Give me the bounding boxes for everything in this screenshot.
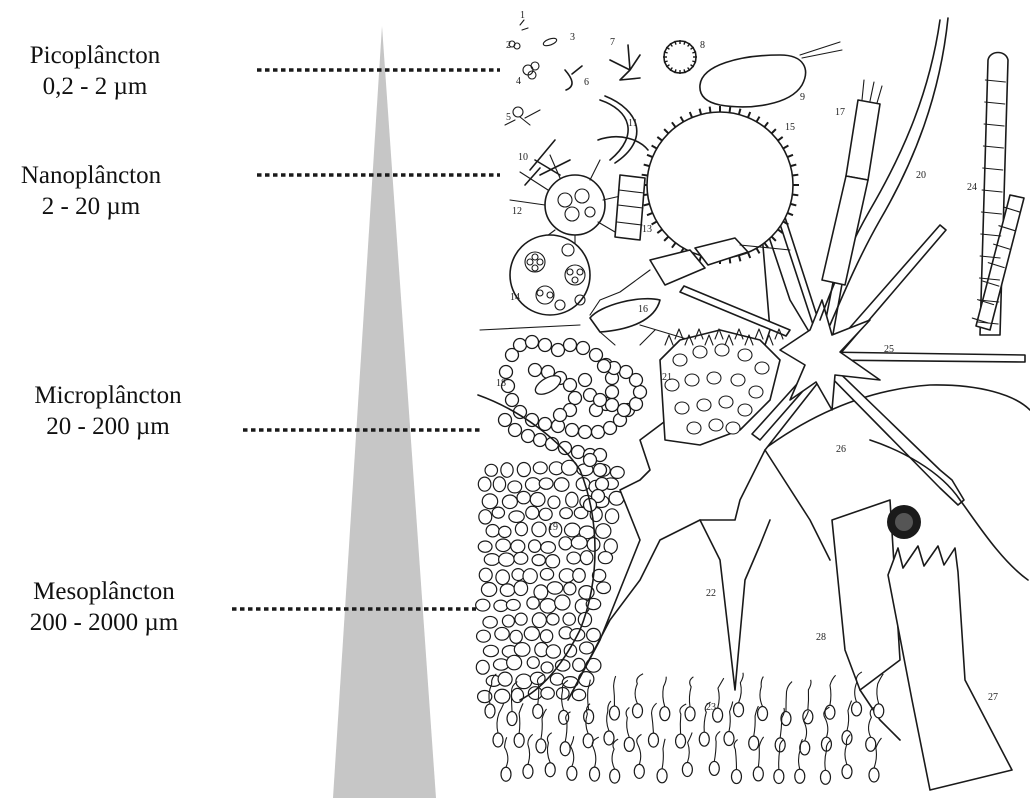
organism-17-tube bbox=[822, 80, 882, 285]
organism-number-27: 27 bbox=[988, 692, 998, 703]
organism-number-7: 7 bbox=[610, 37, 615, 48]
organism-number-16: 16 bbox=[638, 304, 648, 315]
organism-number-15: 15 bbox=[785, 122, 795, 133]
organism-number-19: 19 bbox=[548, 522, 558, 533]
organism-number-28: 28 bbox=[816, 632, 826, 643]
organism-number-13: 13 bbox=[642, 224, 652, 235]
organism-number-25: 25 bbox=[884, 344, 894, 355]
organisms-1-5 bbox=[505, 20, 558, 125]
organism-number-20: 20 bbox=[916, 170, 926, 181]
organism-22-horn-right bbox=[765, 450, 830, 560]
organism-24-filaments bbox=[972, 53, 1024, 336]
organism-7 bbox=[610, 45, 640, 80]
organism-number-23: 23 bbox=[706, 702, 716, 713]
organism-number-14: 14 bbox=[510, 292, 520, 303]
plankton-illustration: 1234567891011121314151617181920212223242… bbox=[476, 10, 1030, 790]
organism-number-4: 4 bbox=[516, 76, 521, 87]
organism-number-18: 18 bbox=[496, 378, 506, 389]
organism-number-26: 26 bbox=[836, 444, 846, 455]
organism-15-circle bbox=[641, 106, 799, 264]
organism-13 bbox=[615, 175, 645, 240]
organism-number-5: 5 bbox=[506, 112, 511, 123]
organism-number-1: 1 bbox=[520, 10, 525, 21]
organism-8-ring bbox=[663, 40, 697, 74]
organism-number-2: 2 bbox=[506, 40, 511, 51]
organism-14 bbox=[510, 235, 590, 315]
organism-number-24: 24 bbox=[967, 182, 977, 193]
organism-number-17: 17 bbox=[835, 107, 845, 118]
organism-9-flagella bbox=[800, 42, 842, 58]
organism-number-21: 21 bbox=[662, 372, 672, 383]
organism-number-12: 12 bbox=[512, 206, 522, 217]
organism-number-8: 8 bbox=[700, 40, 705, 51]
organism-11-crescent bbox=[600, 96, 637, 163]
organism-number-22: 22 bbox=[706, 588, 716, 599]
organism-number-3: 3 bbox=[570, 32, 575, 43]
organism-number-6: 6 bbox=[584, 77, 589, 88]
organism-6 bbox=[565, 66, 582, 90]
organism-number-11: 11 bbox=[628, 118, 638, 129]
organism-22-horn-lower bbox=[700, 520, 770, 690]
organism-number-10: 10 bbox=[518, 152, 528, 163]
organism-number-9: 9 bbox=[800, 92, 805, 103]
size-wedge bbox=[333, 26, 436, 798]
organism-11-arc bbox=[598, 137, 648, 150]
organism-9-oval bbox=[700, 55, 806, 107]
